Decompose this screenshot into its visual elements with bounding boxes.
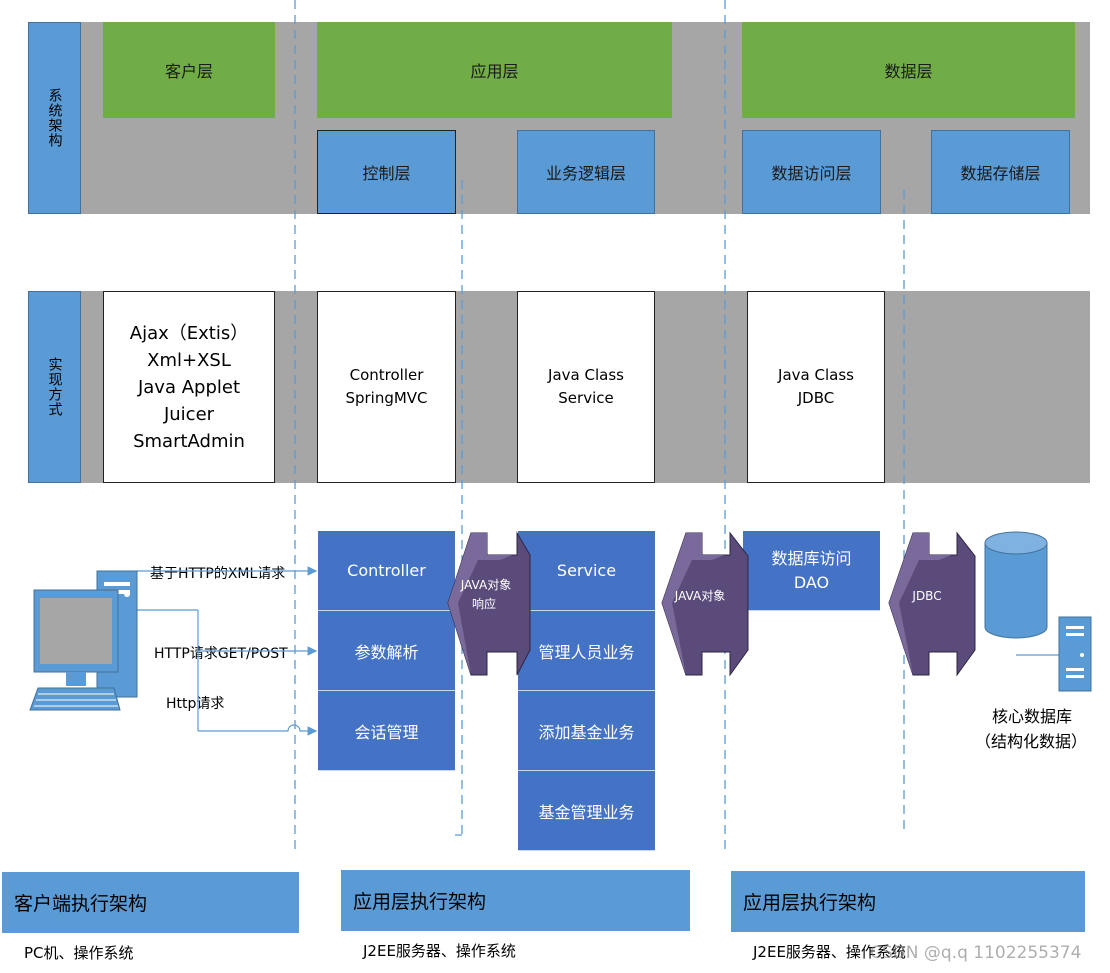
computer-icon xyxy=(29,570,138,711)
side-label-system: 系统架构 xyxy=(28,22,81,214)
layer-client: 客户层 xyxy=(103,22,275,118)
impl-client-line: Ajax（Extis） xyxy=(129,322,249,344)
sublayer-data-storage: 数据存储层 xyxy=(931,130,1070,214)
footer-client-sub: PC机、操作系统 xyxy=(2,933,299,971)
dao-box: 数据库访问 DAO xyxy=(743,531,880,611)
dao-line: DAO xyxy=(793,572,830,592)
service-stack-item: Service xyxy=(518,531,655,611)
layer-app: 应用层 xyxy=(317,22,672,118)
impl-client-box: Ajax（Extis） Xml+XSL Java Applet Juicer S… xyxy=(103,291,275,483)
connector-java-obj: JAVA对象 xyxy=(661,531,749,677)
connector-label: JDBC xyxy=(911,589,941,603)
side-label-impl: 实现方式 xyxy=(28,291,81,483)
database-icon xyxy=(984,531,1092,692)
impl-controller-line: SpringMVC xyxy=(345,389,428,407)
impl-dao-line: JDBC xyxy=(797,389,835,407)
service-stack-item: 基金管理业务 xyxy=(518,771,655,851)
connector-java-response: JAVA对象 响应 xyxy=(447,531,531,676)
request-label-xml: 基于HTTP的XML请求 xyxy=(150,566,286,582)
impl-client-line: Java Applet xyxy=(137,376,241,398)
request-arrow-http xyxy=(198,724,318,736)
sublayer-data-access: 数据访问层 xyxy=(742,130,881,214)
connector-label: JAVA对象 xyxy=(674,589,725,603)
connector-label: JAVA对象 xyxy=(460,578,511,592)
controller-stack-item: Controller xyxy=(318,531,455,611)
impl-controller-box: Controller SpringMVC xyxy=(317,291,456,483)
service-stack-item: 管理人员业务 xyxy=(518,611,655,691)
footer-client-title: 客户端执行架构 xyxy=(2,872,299,933)
controller-stack-item: 会话管理 xyxy=(318,691,455,771)
impl-client-line: Juicer xyxy=(163,403,215,425)
database-label: 核心数据库 xyxy=(992,707,1073,726)
impl-service-line: Service xyxy=(558,389,614,407)
footer-app-sub: J2EE服务器、操作系统 xyxy=(341,931,690,969)
impl-client-line: SmartAdmin xyxy=(133,430,245,452)
impl-controller-line: Controller xyxy=(349,366,424,384)
request-label-getpost: HTTP请求GET/POST xyxy=(154,646,288,662)
impl-dao-line: Java Class xyxy=(778,366,854,384)
dao-line: 数据库访问 xyxy=(771,548,852,568)
footer-data-sub: J2EE服务器、操作系统 xyxy=(731,932,1085,970)
watermark: CSDN @q.q 1102255374 xyxy=(870,943,1082,963)
layer-data: 数据层 xyxy=(742,22,1075,118)
sublayer-control: 控制层 xyxy=(317,130,456,214)
connector-label: 响应 xyxy=(472,596,496,611)
controller-stack-item: 参数解析 xyxy=(318,611,455,691)
database-sublabel: （结构化数据） xyxy=(975,732,1088,751)
connector-jdbc: JDBC xyxy=(888,531,976,677)
impl-dao-box: Java Class JDBC xyxy=(747,291,885,483)
sublayer-business: 业务逻辑层 xyxy=(517,130,655,214)
impl-client-line: Xml+XSL xyxy=(147,349,231,371)
impl-service-box: Java Class Service xyxy=(517,291,655,483)
request-label-http: Http请求 xyxy=(166,696,225,712)
impl-service-line: Java Class xyxy=(548,366,624,384)
service-stack-item: 添加基金业务 xyxy=(518,691,655,771)
footer-data-title: 应用层执行架构 xyxy=(731,871,1085,932)
footer-app-title: 应用层执行架构 xyxy=(341,870,690,931)
